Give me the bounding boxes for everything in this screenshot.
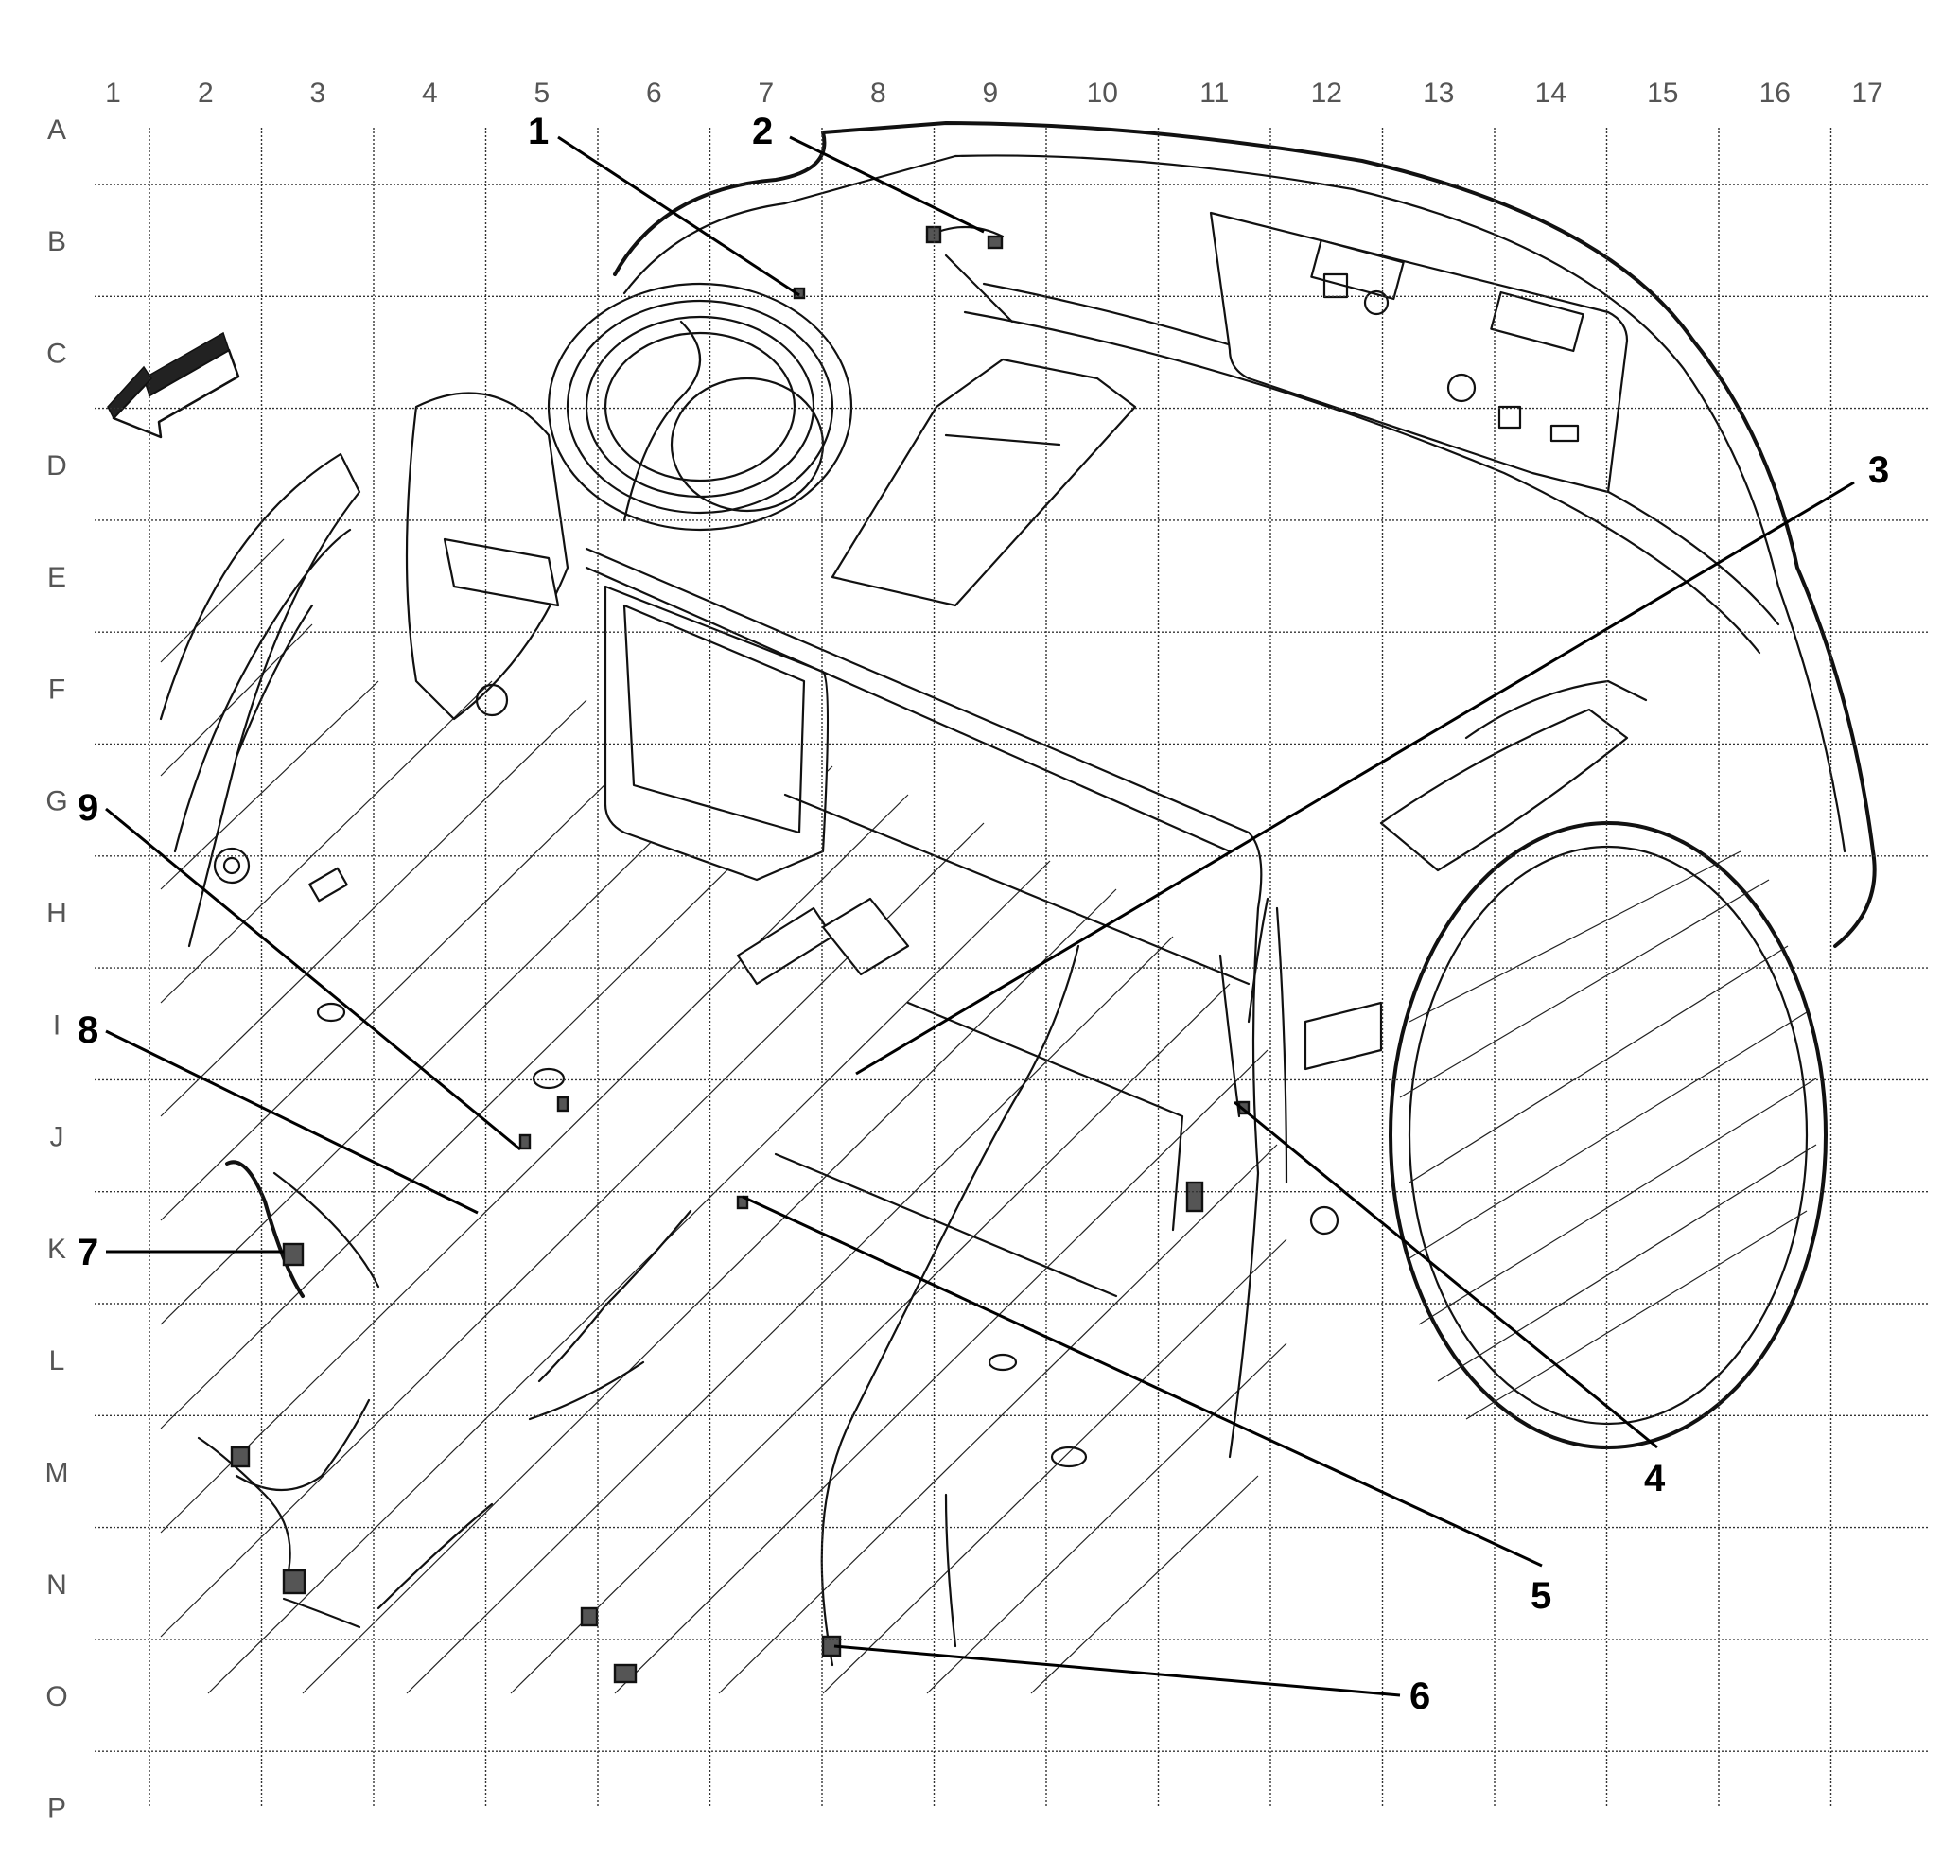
callout-1: 1 bbox=[528, 111, 549, 152]
connector-k3 bbox=[282, 1242, 305, 1267]
grid-row-labels: A B C D E F G H I J K L M N O P bbox=[45, 114, 69, 1825]
grid-column-label: 11 bbox=[1199, 78, 1229, 109]
leader-3 bbox=[855, 481, 1855, 1076]
grid-column-label: 9 bbox=[982, 78, 998, 109]
leader-4 bbox=[1234, 1100, 1658, 1449]
leader-6 bbox=[833, 1644, 1401, 1697]
grid-row-label: A bbox=[47, 114, 66, 146]
grid-column-label: 7 bbox=[758, 78, 774, 109]
leader-2 bbox=[789, 135, 985, 234]
grid-column-label: 16 bbox=[1759, 78, 1791, 109]
grid-column-label: 1 bbox=[105, 78, 121, 109]
leader-1 bbox=[557, 135, 800, 297]
grid-row-label: B bbox=[47, 226, 66, 257]
leader-5 bbox=[742, 1195, 1543, 1568]
grid-row-label: O bbox=[45, 1681, 67, 1712]
grid-column-label: 2 bbox=[198, 78, 214, 109]
callout-2: 2 bbox=[752, 111, 773, 152]
grid-column-label: 14 bbox=[1535, 78, 1566, 109]
grid-row-label: K bbox=[47, 1234, 66, 1265]
grid-row-label: H bbox=[46, 898, 67, 929]
grid-row-label: F bbox=[48, 674, 65, 705]
callout-leader-lines bbox=[105, 135, 1855, 1697]
reference-grid bbox=[95, 128, 1930, 1807]
right-rear-tire bbox=[1389, 821, 1828, 1449]
grid-column-label: 17 bbox=[1851, 78, 1882, 109]
grid-column-label: 13 bbox=[1423, 78, 1454, 109]
grid-column-label: 3 bbox=[309, 78, 325, 109]
grid-row-label: E bbox=[47, 562, 66, 593]
grid-row-label: C bbox=[46, 339, 67, 370]
grid-row-label: J bbox=[50, 1122, 64, 1153]
floor-hatching bbox=[160, 538, 1287, 1694]
leader-8 bbox=[105, 1029, 479, 1215]
grid-row-label: P bbox=[47, 1793, 66, 1824]
grid-column-label: 10 bbox=[1087, 78, 1118, 109]
grid-column-label: 4 bbox=[422, 78, 438, 109]
grid-column-label: 5 bbox=[534, 78, 550, 109]
callout-6: 6 bbox=[1409, 1675, 1430, 1717]
grid-row-label: N bbox=[46, 1569, 67, 1601]
grid-row-label: I bbox=[53, 1009, 61, 1041]
grid-column-label: 15 bbox=[1647, 78, 1678, 109]
callout-3: 3 bbox=[1868, 449, 1889, 491]
grid-column-label: 8 bbox=[870, 78, 886, 109]
callout-8: 8 bbox=[78, 1009, 98, 1051]
grid-row-label: M bbox=[45, 1457, 69, 1488]
callout-7: 7 bbox=[78, 1232, 98, 1273]
grid-column-label: 12 bbox=[1311, 78, 1342, 109]
vehicle-rear-underbody-art bbox=[159, 121, 1877, 1694]
callout-4: 4 bbox=[1644, 1458, 1666, 1499]
grid-row-label: L bbox=[49, 1345, 65, 1376]
callout-5: 5 bbox=[1531, 1575, 1551, 1617]
grid-row-label: G bbox=[45, 786, 67, 817]
callout-9: 9 bbox=[78, 787, 98, 829]
leader-9 bbox=[105, 807, 521, 1151]
grid-row-label: D bbox=[46, 450, 67, 482]
grid-column-label: 6 bbox=[646, 78, 662, 109]
callout-labels: 1 2 3 4 5 6 7 8 9 bbox=[78, 111, 1889, 1717]
front-direction-arrow-icon bbox=[107, 331, 240, 439]
